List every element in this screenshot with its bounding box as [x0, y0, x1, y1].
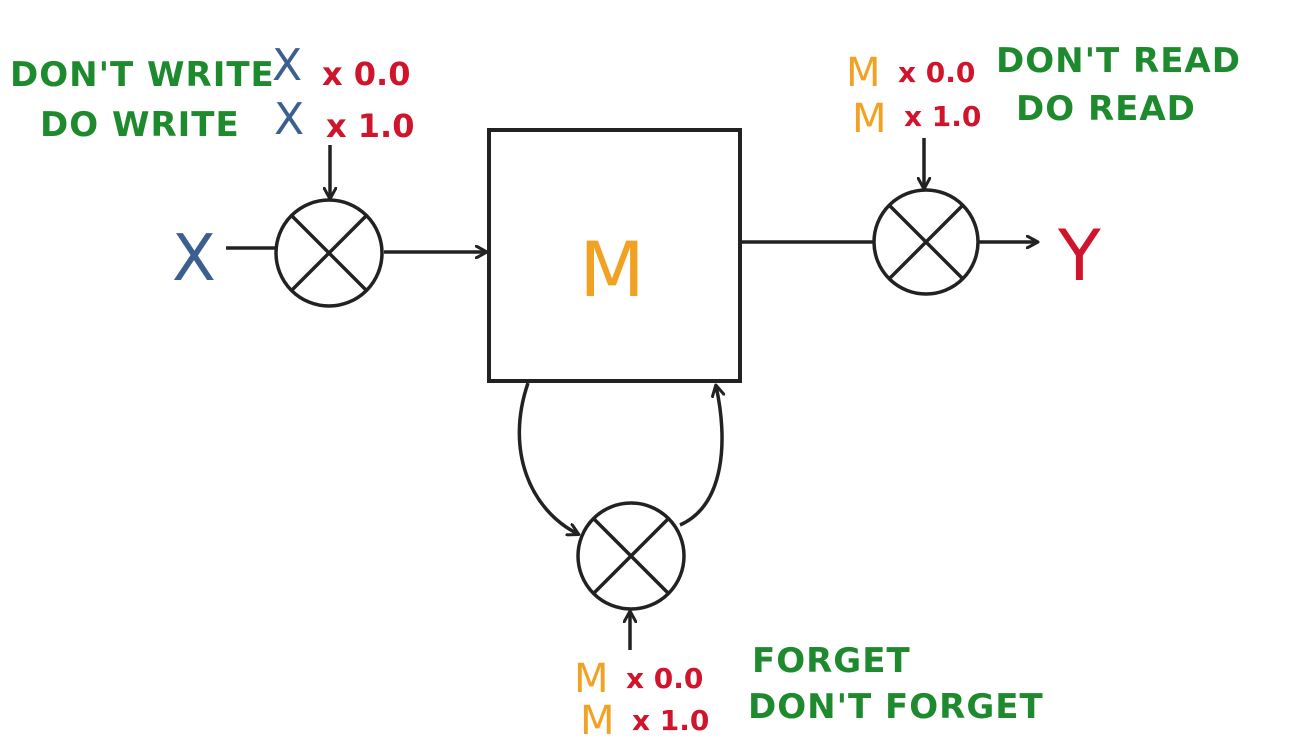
forget-gate-to-memory-arrow [679, 386, 722, 527]
output-y-label: Y [1057, 215, 1101, 297]
memory-to-forget-gate-arrow [517, 382, 578, 534]
read-row-0-var: M [846, 50, 881, 96]
forget-row-0-var: M [574, 656, 609, 702]
read-row-1-text: DO READ [1016, 89, 1196, 129]
read-row-1-var: M [852, 96, 887, 142]
forget-row-0-mult: x 0.0 [626, 662, 703, 695]
forget-row-1-var: M [580, 698, 615, 740]
input-x-label: X [172, 222, 216, 296]
forget-gate-labels: M x 0.0 FORGET M x 1.0 DON'T FORGET [574, 641, 1044, 740]
forget-row-1-text: DON'T FORGET [748, 687, 1044, 727]
write-row-0-var: X [272, 40, 302, 91]
write-row-1-text: DO WRITE [40, 105, 240, 145]
write-gate [274, 198, 384, 308]
write-row-0-mult: x 0.0 [322, 55, 410, 93]
write-gate-labels: DON'T WRITE X x 0.0 DO WRITE X x 1.0 [10, 40, 414, 145]
memory-label: M [579, 225, 645, 314]
read-gate [872, 188, 980, 296]
read-row-0-text: DON'T READ [996, 41, 1241, 81]
write-row-0-text: DON'T WRITE [10, 55, 275, 95]
write-row-1-var: X [274, 94, 304, 145]
forget-row-0-text: FORGET [752, 641, 911, 681]
forget-gate [576, 501, 686, 611]
memory-box [487, 128, 742, 383]
forget-row-1-mult: x 1.0 [632, 704, 709, 737]
read-row-1-mult: x 1.0 [904, 100, 981, 133]
read-row-0-mult: x 0.0 [898, 56, 975, 89]
read-gate-labels: M x 0.0 DON'T READ M x 1.0 DO READ [846, 41, 1241, 142]
write-row-1-mult: x 1.0 [326, 107, 414, 145]
